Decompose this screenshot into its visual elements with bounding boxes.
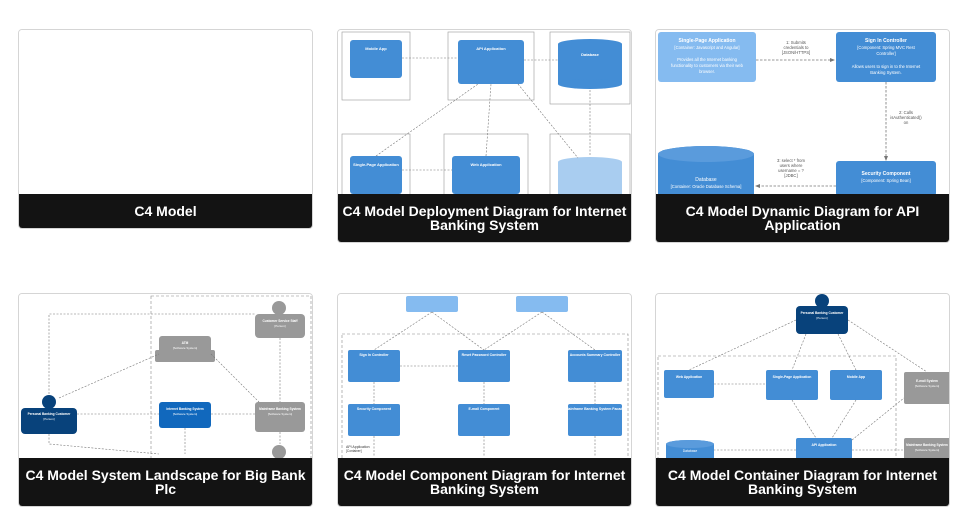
comp-api-label: API Application bbox=[346, 445, 370, 449]
card-system-landscape[interactable]: Personal Banking Customer [Person] Inter… bbox=[18, 293, 313, 507]
cont-customer-title: Personal Banking Customer bbox=[801, 311, 844, 315]
dyn-signin-sub-1: [Component: Spring MVC Rest bbox=[857, 45, 915, 50]
deploy-api-title: API Application bbox=[476, 46, 506, 51]
comp-api-sub: [Container] bbox=[346, 449, 362, 453]
deploy-mobile-title: Mobile App bbox=[365, 46, 387, 51]
cont-api-title: API Application bbox=[812, 443, 837, 447]
dyn-spa-sub: [Container: Javascript and Angular] bbox=[674, 45, 739, 50]
card-title: C4 Model System Landscape for Big Bank P… bbox=[19, 458, 312, 506]
land-ms-title: Mainframe Banking System bbox=[259, 407, 301, 411]
comp-reset: Reset Password Controller bbox=[462, 353, 507, 357]
card-title: C4 Model Dynamic Diagram for API Applica… bbox=[656, 194, 949, 242]
dyn-step-3b: users where bbox=[780, 163, 803, 168]
card-c4-model[interactable]: C4 Model bbox=[18, 29, 313, 229]
land-ibs-sub: [Software System] bbox=[173, 412, 198, 416]
card-container-diagram[interactable]: Personal Banking Customer [Person] Web A… bbox=[655, 293, 950, 507]
dyn-step-1a: 1: Submits bbox=[786, 40, 806, 45]
thumbnail-system-landscape: Personal Banking Customer [Person] Inter… bbox=[19, 294, 312, 460]
dyn-step-2a: 2: Calls bbox=[899, 110, 913, 115]
dyn-step-3a: 3: select * from bbox=[777, 158, 805, 163]
dyn-sec-sub: [Component: Spring Bean] bbox=[861, 178, 910, 183]
card-title: C4 Model Container Diagram for Internet … bbox=[656, 458, 949, 506]
thumbnail-deployment-diagram: Mobile App API Application Database Sing… bbox=[338, 30, 631, 196]
land-staff-title: Customer Service Staff bbox=[262, 319, 298, 323]
deploy-spa-title: Single-Page Application bbox=[353, 162, 399, 167]
card-component-diagram[interactable]: API Application [Container] Sign In Cont… bbox=[337, 293, 632, 507]
land-atm-title: ATM bbox=[182, 341, 189, 345]
comp-facade: Mainframe Banking System Facade bbox=[566, 407, 625, 411]
dyn-spa-title: Single-Page Application bbox=[678, 38, 735, 44]
card-title: C4 Model Deployment Diagram for Internet… bbox=[338, 194, 631, 242]
land-customer-sub: [Person] bbox=[43, 417, 54, 421]
dyn-signin-desc-2: Banking System. bbox=[870, 70, 901, 75]
dyn-signin-desc-1: Allows users to sign in to the Internet bbox=[852, 64, 921, 69]
cont-mainframe-sub: [Software System] bbox=[915, 448, 940, 452]
dyn-step-1c: [JSON/HTTPS] bbox=[782, 50, 810, 55]
cont-mainframe-title: Mainframe Banking System bbox=[906, 443, 948, 447]
dyn-step-2b: isAuthenticated() bbox=[890, 115, 922, 120]
card-dynamic-diagram[interactable]: Single-Page Application [Container: Java… bbox=[655, 29, 950, 243]
deploy-db-title: Database bbox=[581, 52, 600, 57]
comp-accounts: Accounts Summary Controller bbox=[570, 353, 621, 357]
dyn-step-3d: [JDBC] bbox=[784, 173, 797, 178]
thumbnail-container-diagram: Personal Banking Customer [Person] Web A… bbox=[656, 294, 949, 460]
comp-email: E-mail Component bbox=[469, 407, 501, 411]
dyn-spa-desc-1: Provides all the Internet banking bbox=[677, 57, 737, 62]
card-title: C4 Model bbox=[19, 194, 312, 228]
land-atm-sub: [Software System] bbox=[173, 346, 198, 350]
cont-mobile-title: Mobile App bbox=[847, 375, 865, 379]
cont-spa-title: Single-Page Application bbox=[773, 375, 812, 379]
card-title: C4 Model Component Diagram for Internet … bbox=[338, 458, 631, 506]
comp-signin: Sign In Controller bbox=[359, 353, 389, 357]
land-customer-title: Personal Banking Customer bbox=[28, 412, 71, 416]
deploy-web-title: Web Application bbox=[470, 162, 502, 167]
cont-email-title: E-mail System bbox=[916, 379, 938, 383]
cont-db-title: Database bbox=[683, 449, 698, 453]
dyn-step-2c: on bbox=[904, 120, 909, 125]
dyn-spa-desc-3: browser. bbox=[699, 69, 715, 74]
dyn-spa-desc-2: functionality to customers via their web bbox=[671, 63, 744, 68]
cont-customer-sub: [Person] bbox=[816, 316, 827, 320]
dyn-signin-title: Sign In Controller bbox=[865, 38, 907, 44]
thumbnail-component-diagram: API Application [Container] Sign In Cont… bbox=[338, 294, 631, 460]
dyn-signin-sub-2: Controller] bbox=[876, 51, 895, 56]
land-ms-sub: [Software System] bbox=[268, 412, 293, 416]
dyn-step-3c: username = ? bbox=[778, 168, 804, 173]
cont-web-title: Web Application bbox=[676, 375, 702, 379]
land-staff-sub: [Person] bbox=[274, 324, 285, 328]
dyn-sec-title: Security Component bbox=[862, 171, 911, 177]
thumbnail-dynamic-diagram: Single-Page Application [Container: Java… bbox=[656, 30, 949, 196]
comp-security: Security Component bbox=[357, 407, 392, 411]
dyn-step-1b: credentials to bbox=[784, 45, 810, 50]
dyn-db-sub: [Container: Oracle Database Schema] bbox=[671, 184, 742, 189]
card-deployment-diagram[interactable]: Mobile App API Application Database Sing… bbox=[337, 29, 632, 243]
land-ibs-title: Internet Banking System bbox=[166, 407, 204, 411]
cont-email-sub: [Software System] bbox=[915, 384, 940, 388]
dyn-db-title: Database bbox=[695, 177, 717, 183]
thumbnail-blank bbox=[19, 30, 312, 196]
